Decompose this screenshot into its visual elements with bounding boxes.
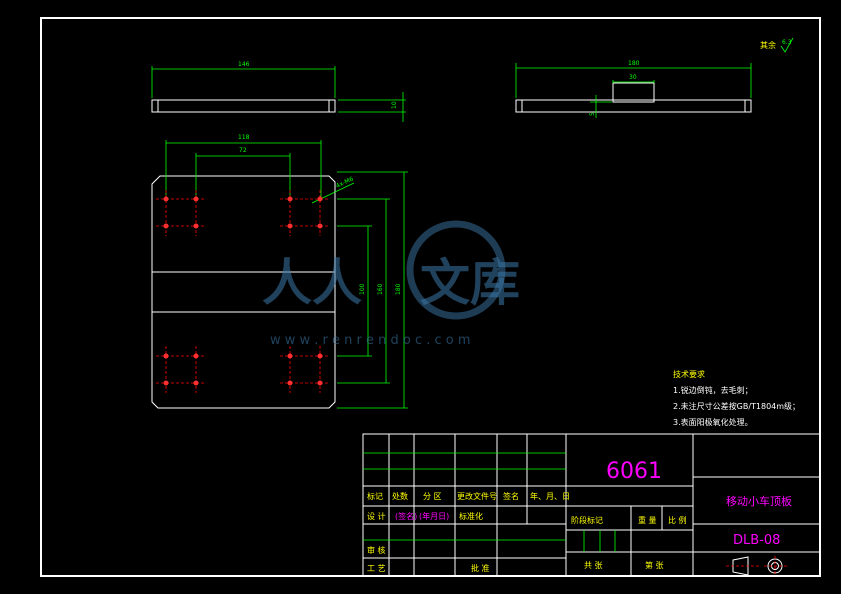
title-block: 标记 处数 分 区 更改文件号 签名 年、月、日 设 计 (签名) (年月日) … [362,433,821,577]
tb-label-weight: 重 量 [638,515,657,525]
hole-group-bottom-left [156,346,206,393]
hole-group-top-left [156,190,206,236]
tech-requirements: 技术要求 1.锐边倒钝，去毛刺； 2.未注尺寸公差按GB/T1804m级； 3.… [673,369,800,427]
drawing-number: DLB-08 [733,533,780,548]
dim-top-thickness: 10 [391,101,398,109]
tb-label-zone: 分 区 [423,492,442,501]
dim-side-width: 180 [628,60,640,67]
tb-label-standardize: 标准化 [459,511,483,521]
tb-label-approve: 批 准 [471,563,490,573]
roughness-value: 6.3 [782,39,792,46]
tb-label-sheet-no: 第 张 [645,560,664,570]
dim-top-width: 146 [238,61,250,68]
title-block-frame [362,433,821,577]
dim-front-overall-h: 180 [395,283,402,295]
watermark-text-left: 人人 [262,254,362,312]
side-view-slot [612,82,655,103]
dim-front-mid-h: 160 [377,283,384,295]
tb-label-mark: 标记 [367,491,383,501]
tb-label-sheets-total: 共 张 [584,561,603,570]
dim-side-small: 5 [589,112,596,116]
watermark: 人人 文库 w w w . r e n r e n d o c . c o m [262,220,520,348]
dim-side-slot: 30 [629,74,637,81]
hole-group-top-right [280,190,330,236]
dim-front-outer: 118 [238,134,250,141]
tech-req-item-1: 1.锐边倒钝，去毛刺； [673,385,753,395]
top-view: 146 10 [151,61,406,122]
tb-label-review: 审 核 [367,545,386,555]
part-name: 移动小车顶板 [726,494,792,508]
tb-label-date: 年、月、日 [530,491,570,501]
side-view: 180 30 5 [515,60,752,118]
plate-outline [151,175,336,409]
tb-label-stage: 阶段标记 [571,515,603,525]
tb-design-date: (年月日) [419,511,449,521]
material: 6061 [606,459,662,484]
dim-front-inner-h: 100 [359,283,366,295]
tb-label-sign: 签名 [503,491,519,501]
tb-label-count: 处数 [392,491,408,501]
side-view-outline [515,99,752,113]
tech-req-item-3: 3.表面阳极氧化处理。 [673,417,753,427]
tb-label-design: 设 计 [367,511,386,521]
dim-front-inner: 72 [239,147,247,154]
top-view-outline [151,99,336,113]
tb-label-process: 工 艺 [367,564,386,573]
tech-req-title: 技术要求 [673,369,705,379]
tb-label-scale: 比 例 [668,515,687,525]
tb-design-sign: (签名) [395,511,417,521]
watermark-ring [406,220,506,320]
roughness-symbol [780,37,794,53]
front-view: 118 72 4x-M6 100 160 180 [151,134,408,409]
tech-req-item-2: 2.未注尺寸公差按GB/T1804m级； [673,401,800,411]
watermark-text-right: 文库 [420,254,520,312]
watermark-url: w w w . r e n r e n d o c . c o m [270,333,471,348]
roughness-note: 其余 [760,40,776,50]
projection-symbol [726,556,789,576]
hole-group-bottom-right [280,346,330,393]
tb-label-change-doc: 更改文件号 [457,491,497,501]
